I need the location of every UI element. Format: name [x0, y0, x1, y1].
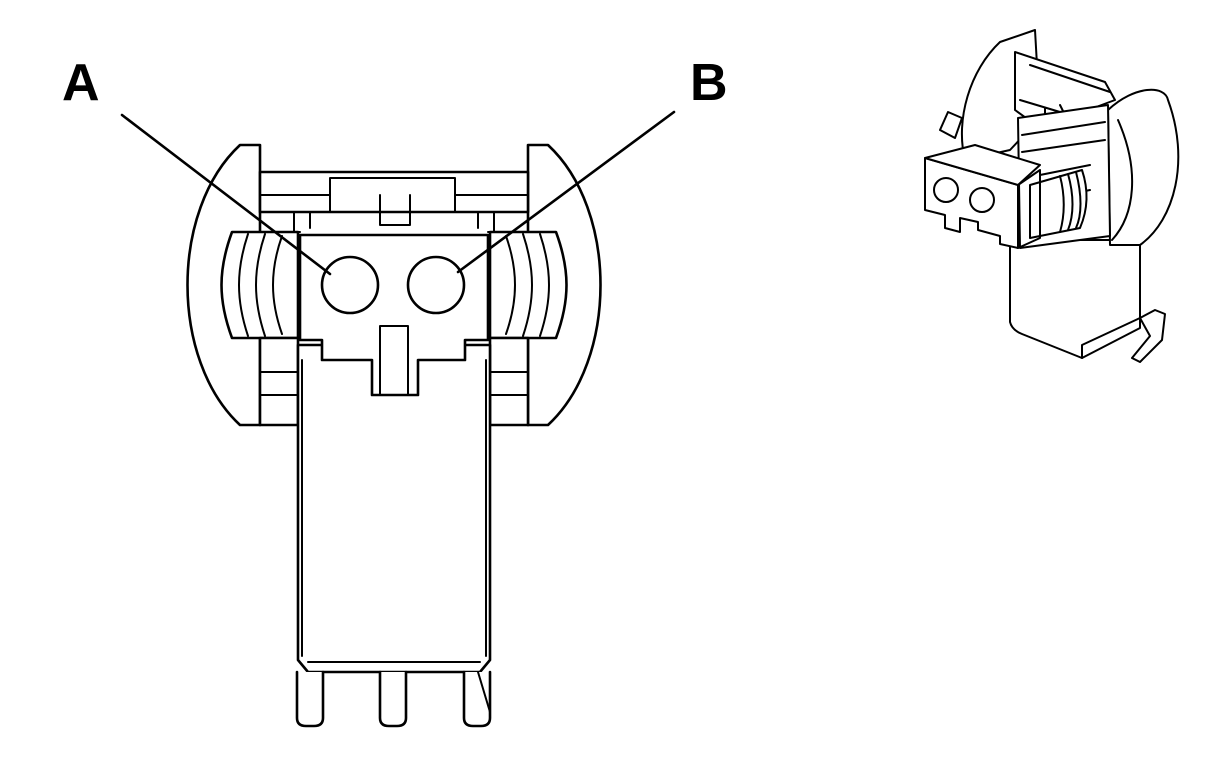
iso-cavity-b — [969, 187, 995, 213]
iso-side-latch — [1029, 169, 1088, 239]
left-latch-stack — [220, 230, 300, 340]
left-lower-post — [258, 336, 300, 427]
terminal-face-latch — [299, 325, 489, 396]
right-lower-post — [488, 336, 530, 427]
cavity-b — [406, 255, 466, 315]
iso-stem — [1009, 239, 1141, 359]
iso-cavity-a — [933, 177, 959, 203]
front-view-connector — [186, 143, 602, 728]
leader-line-b — [456, 110, 676, 274]
terminal-pins — [295, 670, 492, 728]
iso-left-tab — [939, 111, 963, 139]
label-b: B — [690, 54, 728, 112]
isometric-view-connector — [924, 29, 1180, 363]
top-frame-details — [259, 177, 529, 226]
cavity-a — [320, 255, 380, 315]
leader-line-a — [120, 113, 332, 276]
right-latch-stack — [488, 230, 568, 340]
top-frame — [258, 170, 530, 214]
label-a: A — [62, 54, 100, 112]
iso-bottom-clip — [1131, 309, 1166, 363]
iso-right-wing — [1107, 88, 1180, 246]
